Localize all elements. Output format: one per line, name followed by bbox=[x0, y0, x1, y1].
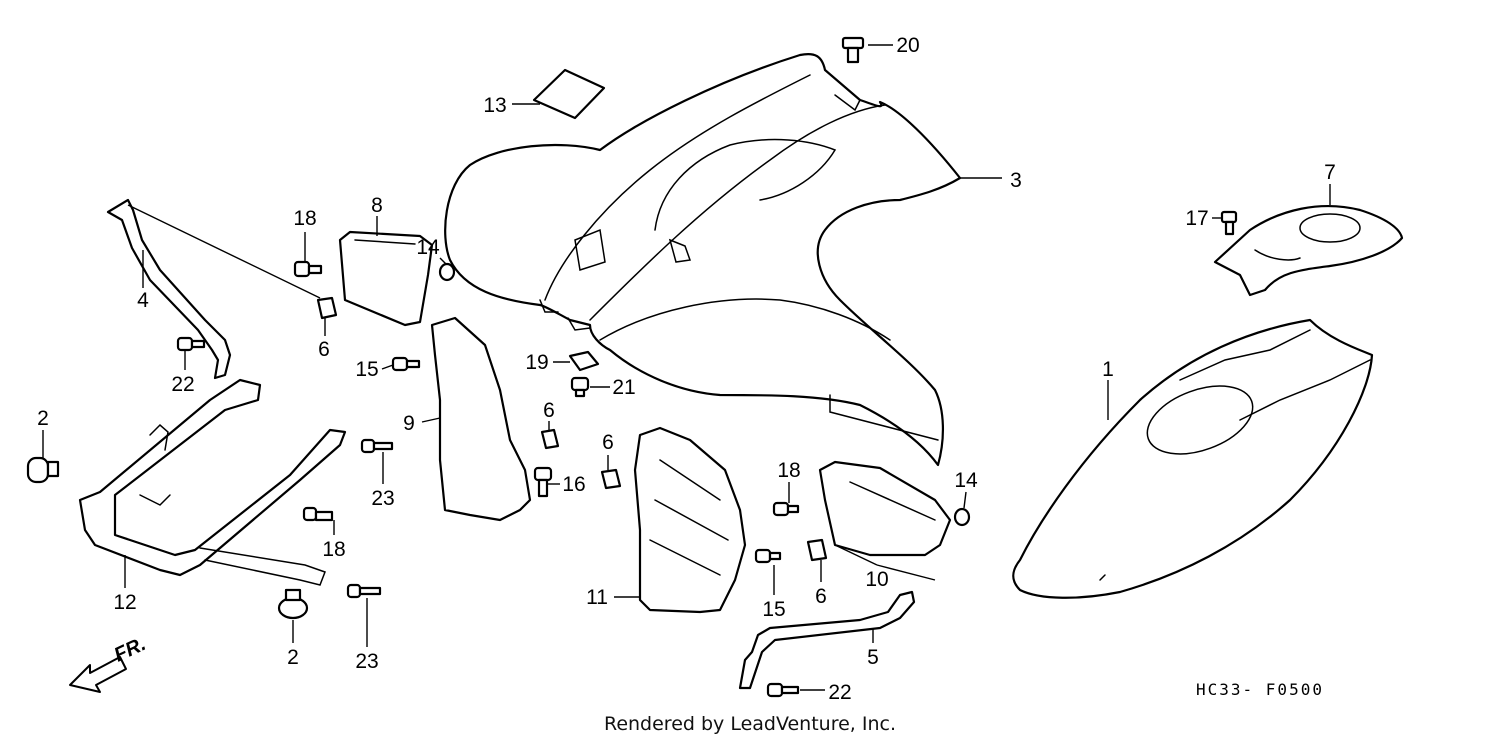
callout-c17: 17 bbox=[1185, 207, 1208, 230]
diagram-code: HC33- F0500 bbox=[1196, 680, 1324, 699]
rubber-part-2b bbox=[277, 588, 309, 620]
callout-c18c: 18 bbox=[777, 459, 800, 482]
hardware-set bbox=[176, 260, 971, 698]
side-panel-part-10 bbox=[818, 460, 952, 557]
callout-c9: 9 bbox=[403, 412, 415, 435]
callout-c6c: 6 bbox=[602, 431, 614, 454]
clip-part-6a bbox=[316, 296, 338, 320]
callout-c6d: 6 bbox=[815, 585, 827, 608]
callout-c2b: 2 bbox=[287, 646, 299, 669]
callout-c1: 1 bbox=[1102, 358, 1114, 381]
bolt-part-17 bbox=[1220, 210, 1238, 236]
clip-part-6d bbox=[806, 538, 828, 562]
bolt-part-16 bbox=[533, 466, 553, 498]
leader-lines bbox=[42, 44, 1331, 691]
callout-c12: 12 bbox=[113, 591, 136, 614]
nut-part-19 bbox=[568, 350, 600, 372]
carrier-frame-part-12 bbox=[78, 378, 347, 586]
callout-c18a: 18 bbox=[293, 207, 316, 230]
callout-c6b: 6 bbox=[543, 399, 555, 422]
stay-part-5 bbox=[738, 590, 916, 690]
callout-c22a: 22 bbox=[171, 373, 194, 396]
inner-guard-part-9 bbox=[430, 316, 532, 522]
nut-part-21 bbox=[570, 376, 590, 398]
callout-c7: 7 bbox=[1324, 161, 1336, 184]
front-direction-indicator: FR. bbox=[69, 633, 149, 693]
grommet-part-14b bbox=[953, 507, 971, 527]
mud-guard-part-11 bbox=[633, 426, 747, 614]
callout-c15b: 15 bbox=[762, 598, 785, 621]
label-part-13 bbox=[532, 68, 606, 120]
bolt-part-18a bbox=[293, 260, 323, 278]
callout-c8: 8 bbox=[371, 194, 383, 217]
callout-c6a: 6 bbox=[318, 338, 330, 361]
callout-c14b: 14 bbox=[954, 469, 978, 492]
bolt-part-23a bbox=[360, 438, 394, 454]
clip-part-6c bbox=[600, 468, 622, 490]
callout-c20: 20 bbox=[896, 34, 919, 57]
callout-c16: 16 bbox=[562, 473, 585, 496]
bolt-part-22b bbox=[766, 682, 800, 698]
callout-c19: 19 bbox=[525, 351, 548, 374]
bolt-part-23b bbox=[346, 583, 382, 599]
tank-cover-part-1 bbox=[1012, 318, 1374, 599]
grommet-part-14a bbox=[438, 262, 456, 282]
callout-labels: 13 20 3 7 17 1 18 8 14 4 6 22 15 19 21 9 6 6 16 2 23 18 12 2 23 1… bbox=[37, 34, 1336, 704]
callout-c5: 5 bbox=[867, 646, 879, 669]
credit-text: Rendered by LeadVenture, Inc. bbox=[604, 713, 896, 735]
callout-c23b: 23 bbox=[355, 650, 378, 673]
callout-c23a: 23 bbox=[371, 487, 394, 510]
callout-c18b: 18 bbox=[322, 538, 345, 561]
bolt-part-18c bbox=[772, 501, 800, 517]
callout-c11: 11 bbox=[586, 586, 608, 609]
front-arrow-icon bbox=[69, 656, 127, 693]
bolt-part-20 bbox=[841, 36, 865, 64]
callout-c15a: 15 bbox=[355, 358, 378, 381]
callout-c14a: 14 bbox=[416, 236, 440, 259]
bolt-part-18b bbox=[302, 506, 334, 522]
top-cover-part-7 bbox=[1213, 204, 1404, 297]
clip-part-6b bbox=[540, 428, 560, 450]
callout-c13: 13 bbox=[483, 94, 506, 117]
rubber-part-2a bbox=[26, 456, 60, 484]
callout-c4: 4 bbox=[137, 289, 149, 312]
rear-fender-part-3 bbox=[444, 53, 962, 467]
callout-c22b: 22 bbox=[828, 681, 851, 704]
bolt-part-15a bbox=[391, 356, 421, 372]
side-panel-part-8 bbox=[338, 230, 434, 327]
callout-c2a: 2 bbox=[37, 407, 49, 430]
callout-c10: 10 bbox=[865, 568, 888, 591]
callout-c3: 3 bbox=[1010, 169, 1022, 192]
bolt-part-22a bbox=[176, 336, 206, 352]
bolt-part-15b bbox=[754, 548, 782, 564]
stay-part-4 bbox=[106, 198, 232, 380]
callout-c21: 21 bbox=[612, 376, 635, 399]
